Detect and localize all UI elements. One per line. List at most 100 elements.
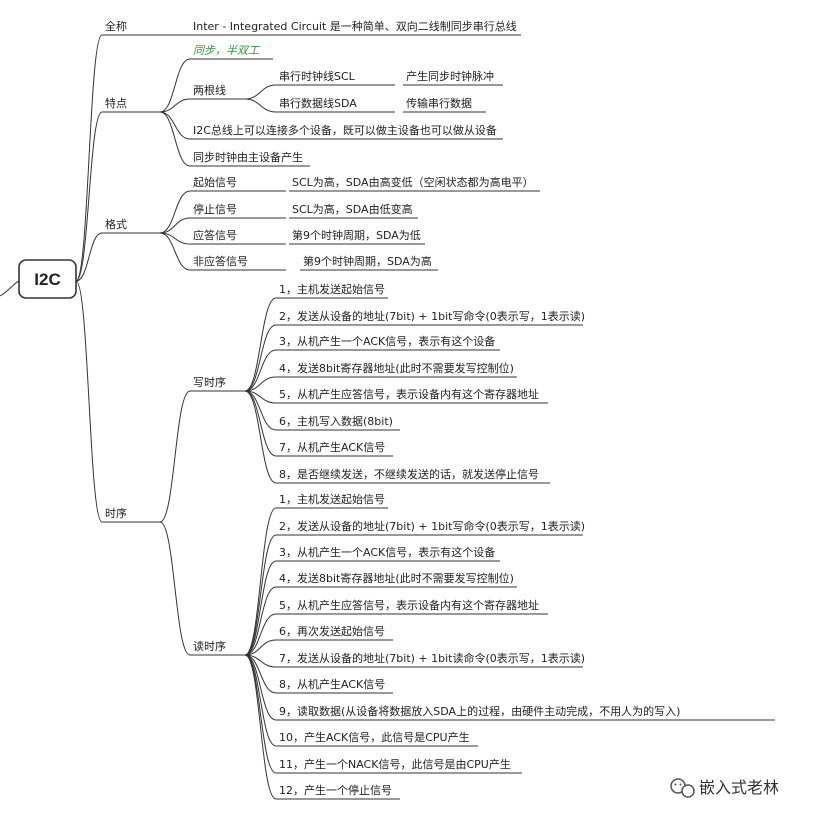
read-step-4-label: 4，发送8bit寄存器地址(此时不需要发写控制位)	[279, 571, 514, 585]
root-node-label: I2C	[34, 270, 60, 289]
node-signal-nack-desc-label: 第9个时钟周期，SDA为高	[303, 254, 432, 268]
write-step-6-label: 6，主机写入数据(8bit)	[279, 414, 393, 428]
branch-quancheng[interactable]: 全称	[102, 19, 160, 36]
read-step-7[interactable]: 7，发送从设备的地址(7bit) + 1bit读命令(0表示写，1表示读)	[276, 651, 585, 668]
read-step-1-label: 1，主机发送起始信号	[279, 492, 385, 506]
write-step-8[interactable]: 8，是否继续发送，不继续发送的话，就发送停止信号	[276, 467, 550, 484]
root-incoming-line	[0, 280, 20, 297]
read-step-12-label: 12，产生一个停止信号	[279, 783, 392, 797]
node-signal-start-desc[interactable]: SCL为高，SDA由高变低（空闲状态都为高电平）	[289, 175, 540, 192]
node-sda-desc[interactable]: 传输串行数据	[403, 96, 486, 113]
node-signal-start-desc-label: SCL为高，SDA由高变低（空闲状态都为高电平）	[292, 175, 534, 189]
root-node[interactable]: I2C	[0, 259, 77, 299]
edge-root-b1	[75, 111, 103, 282]
read-step-9[interactable]: 9，读取数据(从设备将数据放入SDA上的过程，由硬件主动完成，不用人为的写入)	[276, 704, 775, 721]
node-signal-nack-desc[interactable]: 第9个时钟周期，SDA为高	[300, 254, 438, 271]
branch-geshi-label: 格式	[105, 217, 127, 231]
write-step-5[interactable]: 5，从机产生应答信号，表示设备内有这个寄存器地址	[276, 387, 548, 404]
write-step-2[interactable]: 2，发送从设备的地址(7bit) + 1bit写命令(0表示写，1表示读)	[276, 309, 585, 326]
edge-b2-c1	[159, 217, 191, 234]
node-full-name[interactable]: Inter - Integrated Circuit 是一种简单、双向二线制同步…	[190, 19, 521, 36]
node-signal-stop-desc-label: SCL为高，SDA由低变高	[292, 202, 413, 216]
read-step-6-label: 6，再次发送起始信号	[279, 624, 385, 638]
read-step-5[interactable]: 5，从机产生应答信号，表示设备内有这个寄存器地址	[276, 598, 548, 615]
edge-write-step-7	[244, 390, 277, 457]
write-step-3-label: 3，从机产生一个ACK信号，表示有这个设备	[279, 334, 495, 348]
node-clock-by-master[interactable]: 同步时钟由主设备产生	[190, 150, 310, 167]
write-step-3[interactable]: 3，从机产生一个ACK信号，表示有这个设备	[276, 334, 500, 351]
edge-b3-write	[159, 390, 191, 523]
write-step-4[interactable]: 4，发送8bit寄存器地址(此时不需要发写控制位)	[276, 361, 517, 378]
write-step-7[interactable]: 7，从机产生ACK信号	[276, 440, 393, 457]
node-two-wires[interactable]: 两根线	[190, 83, 245, 100]
write-step-6[interactable]: 6，主机写入数据(8bit)	[276, 414, 400, 431]
read-step-7-label: 7，发送从设备的地址(7bit) + 1bit读命令(0表示写，1表示读)	[279, 651, 585, 665]
node-sda[interactable]: 串行数据线SDA	[276, 96, 395, 113]
node-sda-label: 串行数据线SDA	[279, 96, 357, 110]
node-scl-desc[interactable]: 产生同步时钟脉冲	[403, 69, 503, 86]
node-scl-desc-label: 产生同步时钟脉冲	[406, 69, 494, 83]
write-step-4-label: 4，发送8bit寄存器地址(此时不需要发写控制位)	[279, 361, 514, 375]
node-write-sequence[interactable]: 写时序	[190, 375, 245, 392]
branch-shixu-label: 时序	[105, 506, 127, 520]
node-signal-start[interactable]: 起始信号	[190, 175, 286, 192]
node-read-sequence[interactable]: 读时序	[190, 639, 245, 656]
watermark: 嵌入式老林	[670, 778, 779, 798]
edge-read-step-4	[244, 586, 277, 656]
node-scl[interactable]: 串行时钟线SCL	[276, 69, 395, 86]
node-clock-by-master-label: 同步时钟由主设备产生	[193, 150, 303, 164]
edge-write-step-4	[244, 376, 277, 392]
root-node-box	[18, 259, 77, 299]
branch-geshi[interactable]: 格式	[102, 217, 160, 234]
node-sda-desc-label: 传输串行数据	[406, 96, 472, 110]
node-full-name-label: Inter - Integrated Circuit 是一种简单、双向二线制同步…	[193, 19, 517, 33]
node-signal-ack-desc[interactable]: 第9个时钟周期，SDA为低	[289, 228, 425, 245]
node-two-wires-label: 两根线	[193, 83, 226, 97]
read-step-8-label: 8，从机产生ACK信号	[279, 677, 385, 691]
node-signal-start-label: 起始信号	[193, 175, 237, 189]
edge-b3-read	[159, 521, 191, 656]
node-sync-half-duplex[interactable]: 同步，半双工	[190, 44, 273, 60]
node-signal-stop-desc[interactable]: SCL为高，SDA由低变高	[289, 202, 418, 219]
node-scl-label: 串行时钟线SCL	[279, 69, 356, 83]
edge-read-step-2	[244, 534, 277, 656]
edge-read-step-1	[244, 507, 277, 656]
edge-two-scl	[244, 84, 277, 100]
edge-read-step-12	[244, 654, 277, 800]
read-step-8[interactable]: 8，从机产生ACK信号	[276, 677, 393, 694]
node-read-sequence-label: 读时序	[193, 639, 226, 653]
edge-b1-c1	[159, 98, 191, 113]
edge-read-step-3	[244, 560, 277, 656]
edge-root-b2	[75, 232, 103, 282]
edge-b1-c2	[159, 111, 191, 140]
node-signal-stop[interactable]: 停止信号	[190, 202, 286, 219]
connector-lines	[75, 34, 277, 800]
watermark-text: 嵌入式老林	[699, 778, 779, 797]
read-step-12[interactable]: 12，产生一个停止信号	[276, 783, 400, 800]
write-step-7-label: 7，从机产生ACK信号	[279, 440, 385, 454]
branch-shixu[interactable]: 时序	[102, 506, 160, 523]
write-step-1[interactable]: 1，主机发送起始信号	[276, 282, 388, 299]
edge-read-step-10	[244, 654, 277, 747]
read-step-3[interactable]: 3，从机产生一个ACK信号，表示有这个设备	[276, 545, 500, 562]
read-step-10[interactable]: 10，产生ACK信号，此信号是CPU产生	[276, 730, 478, 747]
read-step-2[interactable]: 2，发送从设备的地址(7bit) + 1bit写命令(0表示写，1表示读)	[276, 519, 585, 536]
node-signal-nack[interactable]: 非应答信号	[190, 254, 286, 271]
branch-quancheng-label: 全称	[105, 19, 127, 33]
branch-tedian-label: 特点	[105, 96, 127, 110]
write-step-2-label: 2，发送从设备的地址(7bit) + 1bit写命令(0表示写，1表示读)	[279, 309, 585, 323]
read-step-1[interactable]: 1，主机发送起始信号	[276, 492, 388, 509]
edge-write-step-2	[244, 324, 277, 392]
read-step-11[interactable]: 11，产生一个NACK信号，此信号是由CPU产生	[276, 757, 522, 774]
write-step-8-label: 8，是否继续发送，不继续发送的话，就发送停止信号	[279, 467, 539, 481]
edge-b2-c3	[159, 232, 191, 271]
read-step-6[interactable]: 6，再次发送起始信号	[276, 624, 393, 641]
edge-b1-c0	[159, 58, 191, 113]
node-write-sequence-label: 写时序	[193, 375, 226, 389]
branch-tedian[interactable]: 特点	[102, 96, 160, 113]
write-step-1-label: 1，主机发送起始信号	[279, 282, 385, 296]
node-multi-device[interactable]: I2C总线上可以连接多个设备，既可以做主设备也可以做从设备	[190, 123, 503, 140]
node-signal-ack[interactable]: 应答信号	[190, 228, 286, 245]
read-step-4[interactable]: 4，发送8bit寄存器地址(此时不需要发写控制位)	[276, 571, 517, 588]
